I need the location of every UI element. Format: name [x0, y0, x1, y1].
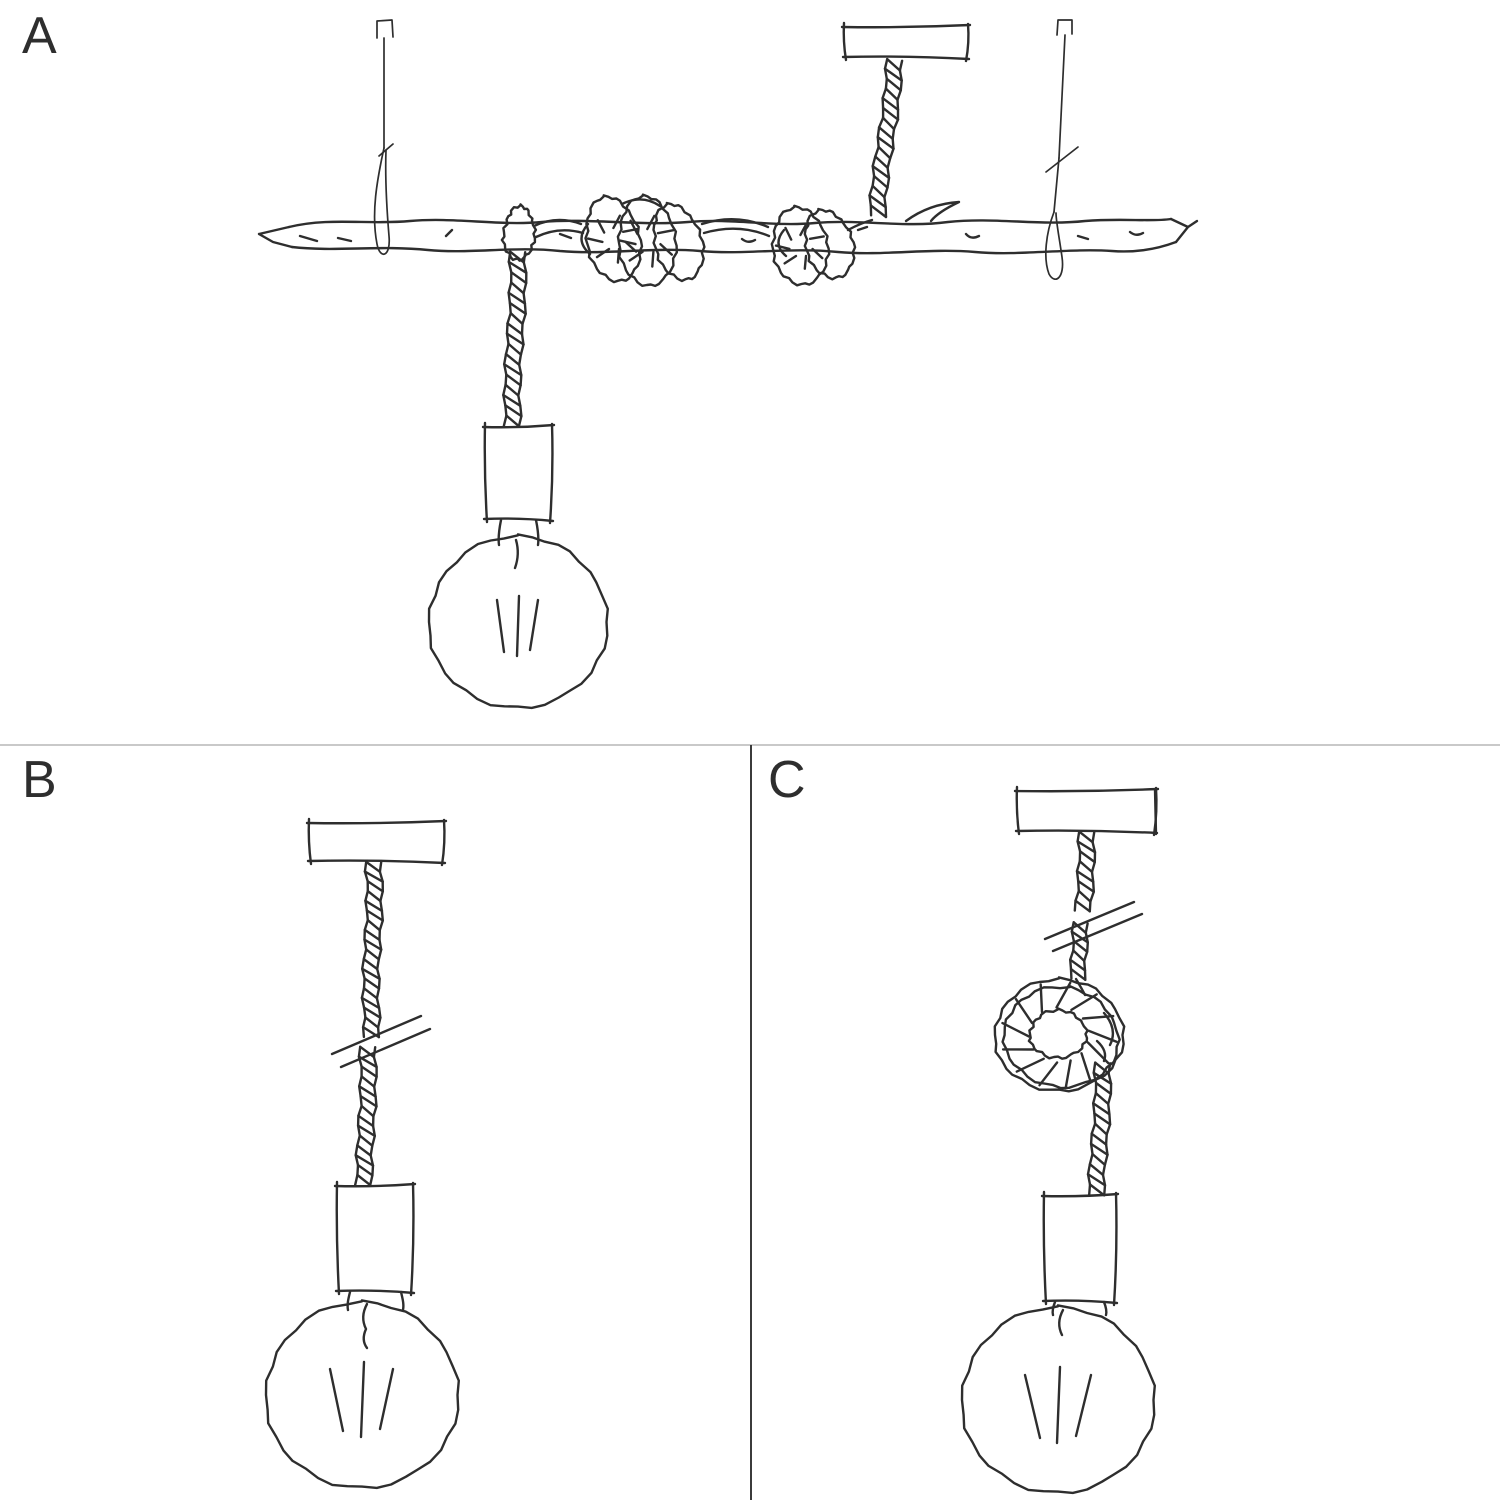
light-bulb [960, 1300, 1156, 1495]
rope-coil-right [770, 204, 874, 287]
rope-coil-left [580, 193, 706, 288]
branch-pendant-illustration [257, 19, 1199, 710]
rope-wrap-over-branch [500, 203, 538, 262]
branch [257, 200, 1199, 255]
lamp-holder [333, 1180, 417, 1297]
rope-lower [354, 1045, 378, 1187]
ceiling-rose [1013, 785, 1160, 837]
vertical-divider [750, 745, 752, 1500]
panel-a-label: A [22, 7, 58, 65]
left-ceiling-hook-icon [373, 19, 394, 255]
knotted-rope-pendant-illustration [960, 785, 1160, 1495]
ceiling-rose [305, 817, 448, 867]
rope-across-branch-left [532, 218, 585, 239]
length-break-mark [1043, 900, 1144, 953]
knot-loop [993, 976, 1126, 1093]
ceiling-mount [840, 21, 972, 63]
panel-c-label: C [768, 751, 807, 809]
panel-b-label: B [22, 751, 58, 809]
rope-middle [1069, 921, 1089, 981]
pendant-rope [502, 250, 528, 428]
right-ceiling-hook-icon [1045, 19, 1079, 280]
light-bulb [264, 1290, 460, 1490]
rope-lower [1086, 1061, 1113, 1197]
length-break-mark [330, 1014, 432, 1069]
light-bulb [427, 518, 609, 710]
ceiling-rope [868, 57, 904, 219]
rope-upper [1073, 830, 1097, 913]
rope-upper [360, 860, 384, 1039]
lamp-holder [1040, 1190, 1120, 1307]
lamp-holder [481, 421, 556, 525]
rope-across-branch-middle [700, 217, 771, 238]
rope-pendant-illustration [264, 817, 460, 1490]
